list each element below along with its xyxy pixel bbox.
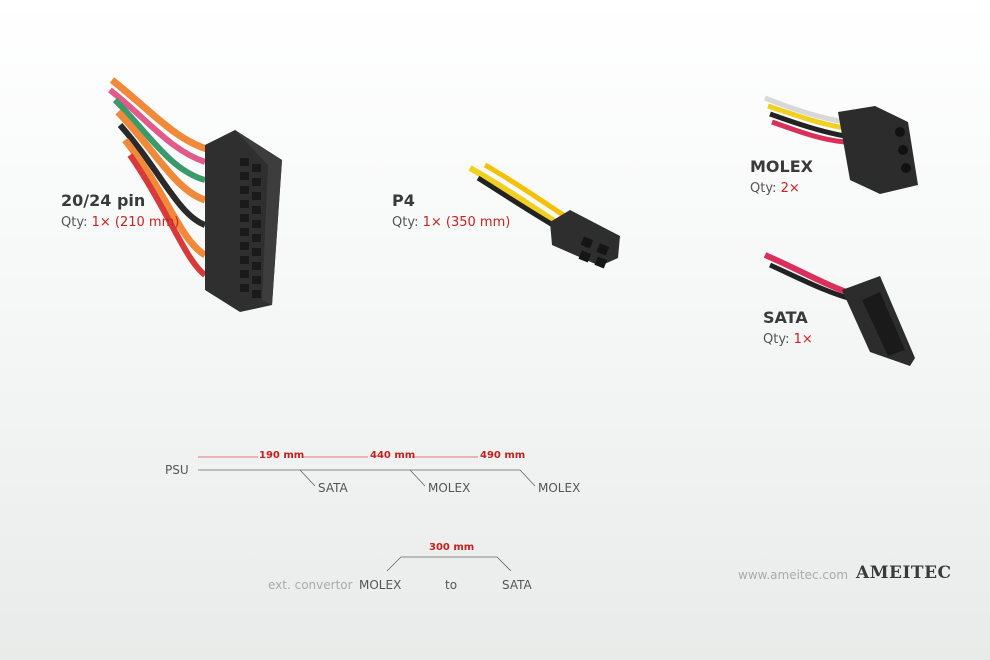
converter-joiner: to — [445, 578, 458, 592]
sata-connector-block: SATA Qty: 1× — [763, 308, 813, 347]
sata-connector-image — [763, 252, 915, 366]
brand-logo: AMEITEC — [856, 563, 952, 583]
converter-length: 300 mm — [429, 542, 475, 553]
segment-endpoint-1: SATA — [318, 481, 348, 495]
p4-connector-qty: Qty: 1× (350 mm) — [392, 215, 510, 230]
atx-connector-qty: Qty: 1× (210 mm) — [61, 215, 179, 230]
p4-connector-title: P4 — [392, 191, 415, 210]
converter-to: SATA — [502, 578, 532, 592]
molex-connector-block: MOLEX Qty: 2× — [750, 157, 813, 196]
segment-length-3: 490 mm — [480, 450, 526, 461]
molex-connector-qty: Qty: 2× — [750, 181, 813, 196]
converter-diagram-line — [386, 556, 512, 572]
qty-label: Qty: — [61, 215, 88, 230]
cable-diagram-lines — [198, 456, 536, 487]
diagram-source-psu: PSU — [165, 463, 189, 477]
qty-label: Qty: — [392, 215, 419, 230]
qty-value: 1× (350 mm) — [422, 215, 511, 230]
segment-endpoint-3: MOLEX — [538, 481, 581, 495]
sata-connector-title: SATA — [763, 308, 808, 327]
qty-value: 2× — [780, 181, 800, 196]
p4-connector-image — [468, 162, 620, 269]
p4-connector-block: P4 Qty: 1× (350 mm) — [392, 191, 510, 230]
converter-prefix: ext. convertor — [268, 578, 353, 592]
molex-connector-title: MOLEX — [750, 157, 813, 176]
atx-connector-image — [108, 77, 282, 312]
qty-label: Qty: — [763, 332, 790, 347]
atx-connector-block: 20/24 pin Qty: 1× (210 mm) — [61, 191, 179, 230]
sata-connector-qty: Qty: 1× — [763, 332, 813, 347]
segment-length-2: 440 mm — [370, 450, 416, 461]
website-link[interactable]: www.ameitec.com — [738, 568, 849, 582]
atx-connector-title: 20/24 pin — [61, 191, 146, 210]
converter-from: MOLEX — [359, 578, 402, 592]
qty-value: 1× (210 mm) — [91, 215, 180, 230]
segment-endpoint-2: MOLEX — [428, 481, 471, 495]
molex-connector-image — [764, 95, 918, 194]
qty-label: Qty: — [750, 181, 777, 196]
qty-value: 1× — [793, 332, 813, 347]
segment-length-1: 190 mm — [259, 450, 305, 461]
